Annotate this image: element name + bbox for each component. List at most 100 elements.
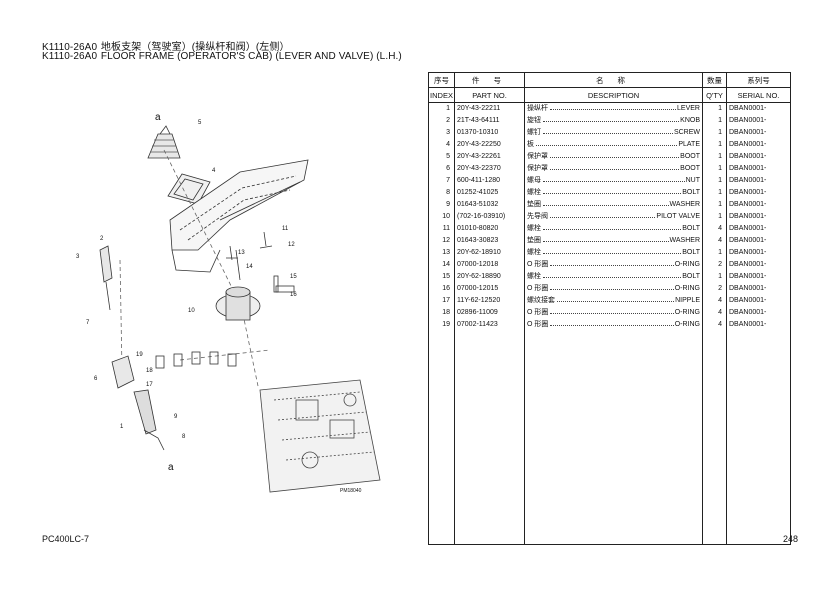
row-part-no: 20Y-43-22261	[454, 151, 525, 163]
callout-18: 18	[146, 368, 153, 374]
row-desc-en: BOOT	[680, 165, 700, 172]
row-part-no: 07000-12015	[454, 283, 525, 295]
model-label: PC400LC-7	[42, 534, 90, 544]
row-desc-en: BOLT	[682, 249, 700, 256]
row-desc-cn: O 形圈	[527, 285, 549, 292]
row-serial: DBAN0001-	[726, 307, 791, 319]
leader-dots	[543, 121, 680, 122]
leader-dots	[550, 265, 674, 266]
row-desc-en: O-RING	[674, 261, 700, 268]
title-line-en: K1110-26A0 FLOOR FRAME (OPERATOR'S CAB) …	[42, 51, 402, 62]
row-serial: DBAN0001-	[726, 163, 791, 175]
table-filler-row	[428, 331, 791, 545]
callout-6: 6	[94, 376, 98, 382]
callout-a-top: a	[155, 112, 161, 123]
row-serial: DBAN0001-	[726, 187, 791, 199]
row-desc-en: WASHER	[669, 237, 700, 244]
row-desc-cn: 螺栓	[527, 225, 541, 232]
row-index: 3	[428, 127, 455, 139]
row-index: 19	[428, 319, 455, 331]
title-text-en: FLOOR FRAME (OPERATOR'S CAB) (LEVER AND …	[100, 51, 402, 62]
header-qty: Q'TY	[702, 87, 727, 103]
header-index-cn: 序号	[428, 72, 455, 88]
row-qty: 1	[702, 102, 727, 115]
row-serial: DBAN0001-	[726, 271, 791, 283]
header-row-cn: 序号 件 号 名 称 数量 系列号	[428, 72, 791, 88]
leader-dots	[543, 133, 673, 134]
row-index: 9	[428, 199, 455, 211]
leader-dots	[543, 253, 682, 254]
leader-dots	[543, 181, 685, 182]
callout-13: 13	[238, 250, 245, 256]
row-part-no: 11Y-62-12520	[454, 295, 525, 307]
row-desc-en: O-RING	[674, 285, 700, 292]
row-index: 1	[428, 102, 455, 115]
row-part-no: 01370-10310	[454, 127, 525, 139]
row-index: 11	[428, 223, 455, 235]
title-line-cn: K1110-26A0 地板支架（驾驶室）(操纵杆和阀）(左侧）	[42, 38, 290, 53]
row-part-no: 01252-41025	[454, 187, 525, 199]
leader-dots	[550, 169, 680, 170]
callout-10: 10	[188, 308, 195, 314]
empty-cell	[428, 331, 455, 545]
row-serial: DBAN0001-	[726, 247, 791, 259]
row-desc-en: BOLT	[682, 225, 700, 232]
row-qty: 1	[702, 151, 727, 163]
boot-part-lower	[111, 355, 135, 389]
row-part-no: 02896-11009	[454, 307, 525, 319]
fittings	[155, 275, 295, 369]
console-frame	[169, 159, 309, 273]
row-serial: DBAN0001-	[726, 223, 791, 235]
row-desc-cn: O 形圈	[527, 309, 549, 316]
row-desc-cn: 螺栓	[527, 273, 541, 280]
parts-table: 序号 件 号 名 称 数量 系列号 INDEX PART NO. DESCRIP…	[428, 72, 791, 545]
row-desc-cn: 板	[527, 141, 534, 148]
callout-15: 15	[290, 274, 297, 280]
header-desc-cn: 名 称	[524, 72, 703, 88]
row-qty: 1	[702, 199, 727, 211]
row-qty: 1	[702, 175, 727, 187]
row-serial: DBAN0001-	[726, 283, 791, 295]
row-description: 垫圈 WASHER	[524, 199, 703, 211]
leader-dots	[550, 109, 677, 110]
row-desc-en: KNOB	[680, 117, 700, 124]
row-desc-cn: 螺钉	[527, 129, 541, 136]
leader-dots	[543, 277, 682, 278]
row-qty: 4	[702, 319, 727, 331]
leader-dots	[550, 325, 674, 326]
empty-cell	[454, 331, 525, 545]
row-serial: DBAN0001-	[726, 235, 791, 247]
row-part-no: 20Y-43-22211	[454, 102, 525, 115]
row-desc-cn: 垫圈	[527, 201, 541, 208]
row-desc-en: WASHER	[669, 201, 700, 208]
row-desc-cn: 螺纹接套	[527, 297, 555, 304]
boot-part	[147, 125, 181, 159]
row-index: 2	[428, 115, 455, 127]
row-index: 15	[428, 271, 455, 283]
lever-part	[99, 245, 165, 451]
row-qty: 1	[702, 115, 727, 127]
row-desc-en: BOOT	[680, 153, 700, 160]
callout-8: 8	[182, 434, 186, 440]
row-index: 14	[428, 259, 455, 271]
row-part-no: 20Y-43-22250	[454, 139, 525, 151]
leader-dots	[557, 301, 675, 302]
